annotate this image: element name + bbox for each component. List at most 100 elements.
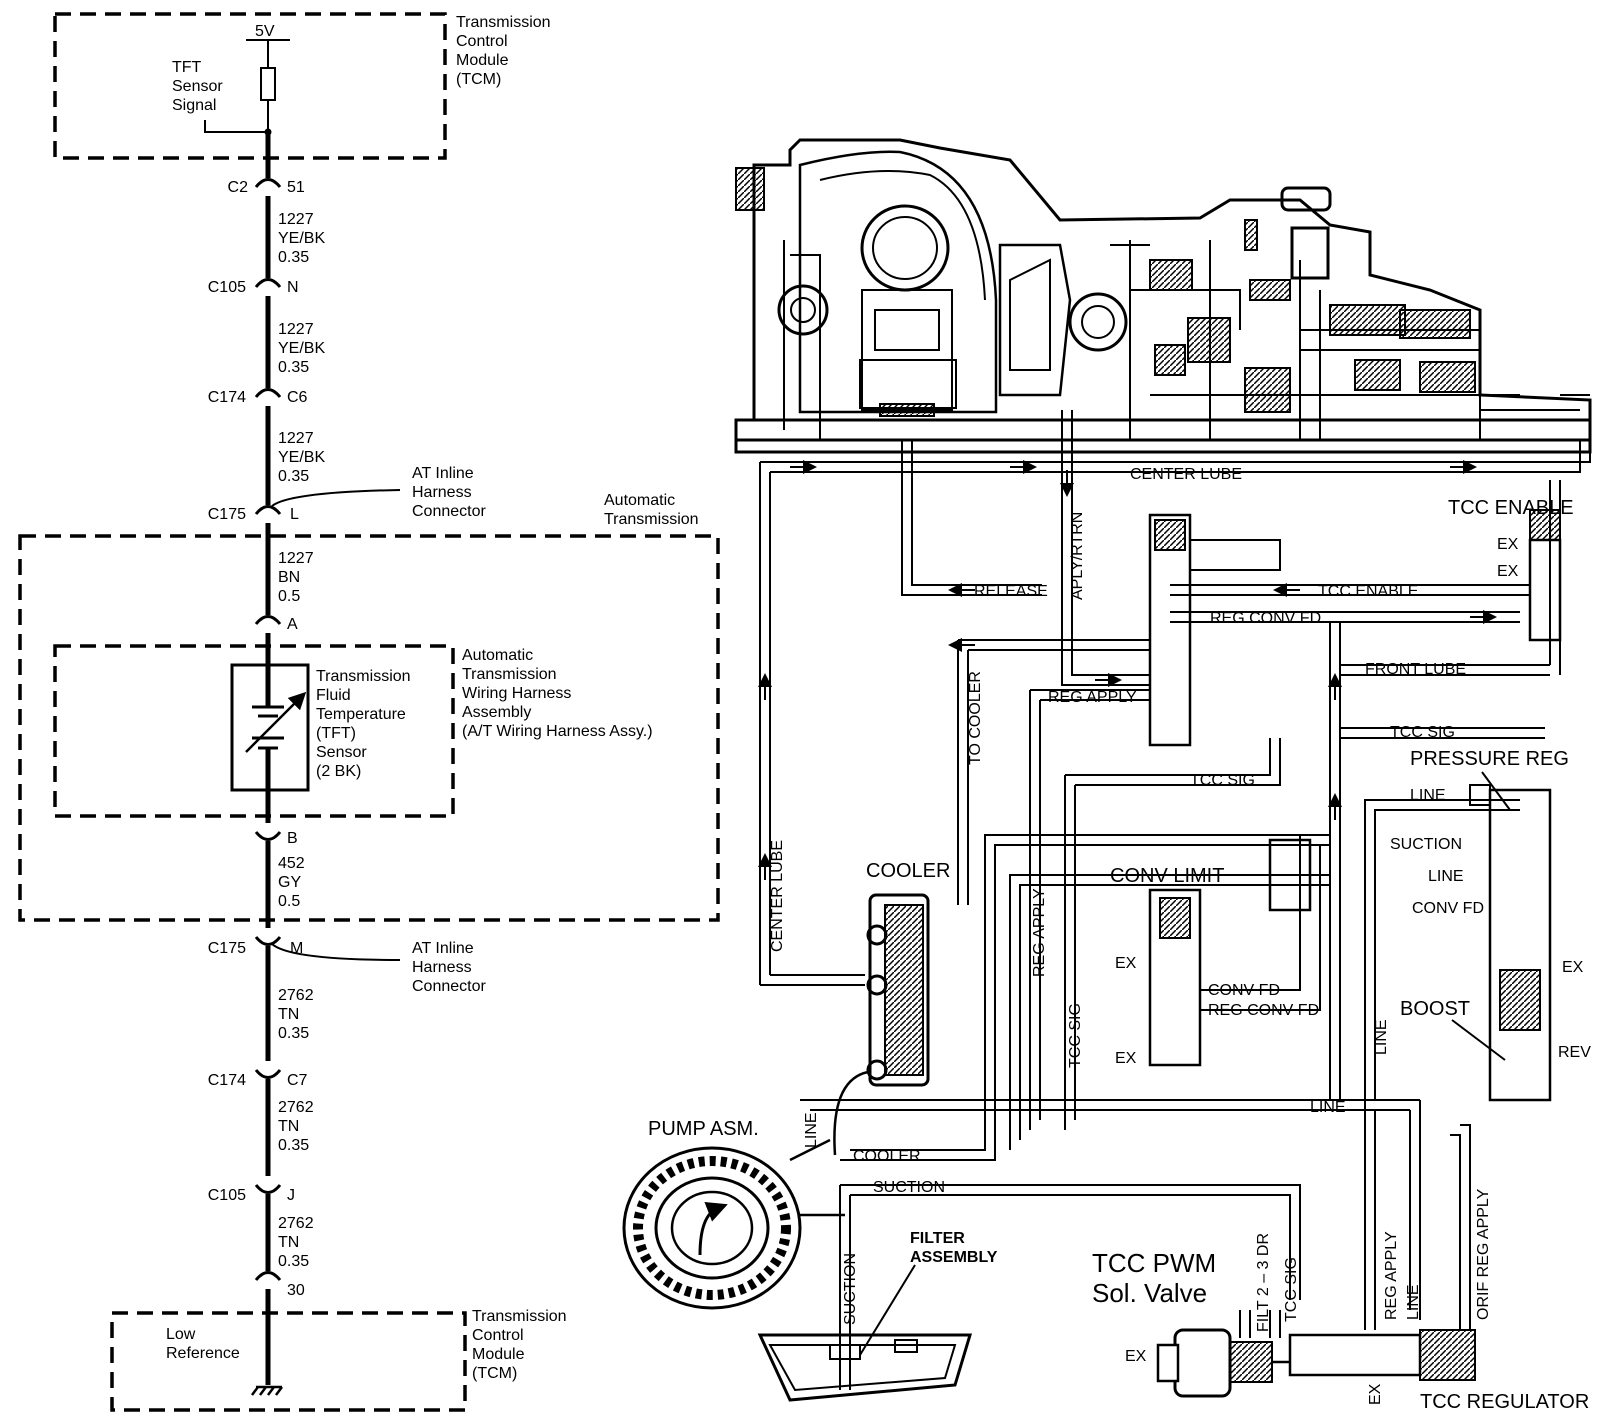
svg-text:YE/BK: YE/BK bbox=[278, 449, 325, 466]
svg-text:Reference: Reference bbox=[166, 1345, 240, 1362]
rev-label: REV bbox=[1558, 1044, 1591, 1061]
auto-trans-box bbox=[18, 534, 720, 922]
ex-label: EX bbox=[1125, 1348, 1147, 1365]
reg-conv-fd-label: REG CONV FD bbox=[1208, 1002, 1319, 1019]
center-lube-top-label: CENTER LUBE bbox=[1130, 466, 1242, 483]
svg-text:Automatic: Automatic bbox=[462, 647, 533, 664]
thermistor-icon bbox=[245, 665, 307, 790]
inline-connector-leader-bottom bbox=[271, 943, 401, 961]
conv-fd-label: CONV FD bbox=[1208, 982, 1280, 999]
inline-connector-label-top: AT Inline Harness Connector bbox=[412, 465, 486, 520]
ex-label: EX bbox=[1367, 1383, 1384, 1405]
svg-text:TN: TN bbox=[278, 1006, 299, 1023]
svg-text:Connector: Connector bbox=[412, 978, 486, 995]
conv-limit-title: CONV LIMIT bbox=[1110, 865, 1224, 887]
svg-text:Signal: Signal bbox=[172, 97, 216, 114]
svg-text:0.35: 0.35 bbox=[278, 249, 309, 266]
svg-text:AT Inline: AT Inline bbox=[412, 940, 474, 957]
svg-text:TCC PWM: TCC PWM bbox=[1092, 1248, 1216, 1278]
connector-left: C174 bbox=[208, 389, 246, 406]
hydraulic-diagram: CENTER LUBE CENTER LUBE TCC ENABLE EX EX… bbox=[622, 138, 1592, 1413]
tcc-pwm-solenoid-icon bbox=[1156, 1328, 1290, 1398]
svg-text:(TCM): (TCM) bbox=[456, 71, 501, 88]
svg-text:Temperature: Temperature bbox=[316, 706, 406, 723]
svg-text:Wiring Harness: Wiring Harness bbox=[462, 685, 571, 702]
connector-left: C175 bbox=[208, 506, 246, 523]
pump-asm-title: PUMP ASM. bbox=[648, 1118, 759, 1140]
reg-apply-label: REG APPLY bbox=[1048, 689, 1137, 706]
svg-text:0.35: 0.35 bbox=[278, 468, 309, 485]
reg-apply-label: REG APPLY bbox=[1031, 888, 1048, 977]
svg-text:Sensor: Sensor bbox=[172, 78, 223, 95]
reg-conv-fd-label: REG CONV FD bbox=[1210, 610, 1321, 627]
tcc-enable-title: TCC ENABLE bbox=[1448, 497, 1574, 519]
connector-right: C7 bbox=[287, 1072, 308, 1089]
center-lube-left-label: CENTER LUBE bbox=[769, 840, 786, 952]
wiring-diagram: Transmission Control Module (TCM) 5V TFT… bbox=[18, 12, 720, 1412]
connector-right: 51 bbox=[287, 179, 305, 196]
filt-2-3-dr-label: FILT 2 – 3 DR bbox=[1255, 1233, 1272, 1332]
svg-text:(2 BK): (2 BK) bbox=[316, 763, 361, 780]
boost-title: BOOST bbox=[1400, 998, 1470, 1020]
ex-label: EX bbox=[1562, 959, 1584, 976]
svg-text:GY: GY bbox=[278, 874, 301, 891]
svg-text:Harness: Harness bbox=[412, 484, 472, 501]
connector-left: C2 bbox=[228, 179, 249, 196]
ex-label: EX bbox=[1115, 1050, 1137, 1067]
flow-arrows bbox=[758, 460, 1497, 880]
svg-text:Connector: Connector bbox=[412, 503, 486, 520]
svg-text:1227: 1227 bbox=[278, 550, 314, 567]
svg-text:2762: 2762 bbox=[278, 1099, 314, 1116]
line-label: LINE bbox=[1405, 1284, 1422, 1320]
harness-label: Automatic Transmission Wiring Harness As… bbox=[462, 647, 653, 740]
svg-text:AT Inline: AT Inline bbox=[412, 465, 474, 482]
aply-rtrn-label: APLY/RTRN bbox=[1069, 512, 1086, 600]
svg-text:Transmission: Transmission bbox=[472, 1308, 567, 1325]
orif-reg-apply-label: ORIF REG APPLY bbox=[1475, 1188, 1492, 1320]
svg-text:YE/BK: YE/BK bbox=[278, 340, 325, 357]
transmission-cross-section bbox=[734, 138, 1592, 454]
svg-text:Assembly: Assembly bbox=[462, 704, 531, 721]
oil-passages bbox=[759, 410, 1591, 1390]
tcm-top-box bbox=[53, 12, 447, 160]
connector-right: C6 bbox=[287, 389, 308, 406]
svg-text:YE/BK: YE/BK bbox=[278, 230, 325, 247]
svg-text:0.35: 0.35 bbox=[278, 359, 309, 376]
tcc-sig-label: TCC SIG bbox=[1390, 724, 1455, 741]
svg-text:(TFT): (TFT) bbox=[316, 725, 356, 742]
tft-sensor-label: Transmission Fluid Temperature (TFT) Sen… bbox=[316, 668, 411, 780]
svg-text:Control: Control bbox=[456, 33, 508, 50]
tcc-sig-label: TCC SIG bbox=[1190, 772, 1255, 789]
connector-left: C105 bbox=[208, 279, 246, 296]
svg-text:(TCM): (TCM) bbox=[472, 1365, 517, 1382]
connector-right: N bbox=[287, 279, 299, 296]
tcc-enable-label: TCC ENABLE bbox=[1318, 583, 1418, 600]
tcc-sig-label: TCC SIG bbox=[1283, 1257, 1300, 1322]
cooler-icon bbox=[833, 893, 930, 1156]
svg-text:BN: BN bbox=[278, 569, 300, 586]
tcm-bottom-box bbox=[110, 1311, 467, 1412]
suction-label: SUCTION bbox=[1390, 836, 1462, 853]
svg-text:1227: 1227 bbox=[278, 321, 314, 338]
connector-left: C175 bbox=[208, 940, 246, 957]
tcc-regulator-title: TCC REGULATOR bbox=[1420, 1391, 1589, 1413]
boost-leader bbox=[1451, 1019, 1506, 1061]
line-label: LINE bbox=[1373, 1019, 1390, 1055]
svg-text:TN: TN bbox=[278, 1118, 299, 1135]
ex-label: EX bbox=[1497, 563, 1519, 580]
svg-text:Low: Low bbox=[166, 1326, 196, 1343]
svg-text:Control: Control bbox=[472, 1327, 524, 1344]
pressure-reg-leader bbox=[1481, 771, 1511, 811]
cooler-title: COOLER bbox=[866, 860, 950, 882]
reg-apply-label: REG APPLY bbox=[1383, 1231, 1400, 1320]
hydraulic-labels: CENTER LUBE CENTER LUBE TCC ENABLE EX EX… bbox=[648, 466, 1591, 1413]
release-label: RELEASE bbox=[974, 583, 1048, 600]
svg-text:0.35: 0.35 bbox=[278, 1137, 309, 1154]
tcm-bottom-title: Transmission Control Module (TCM) bbox=[472, 1308, 567, 1382]
svg-text:0.5: 0.5 bbox=[278, 588, 300, 605]
connector-right: J bbox=[287, 1187, 295, 1204]
wire-labels: 1227 YE/BK 0.35 1227 YE/BK 0.35 1227 YE/… bbox=[278, 211, 325, 1270]
supply-rail bbox=[246, 39, 290, 68]
filter-assembly-icon bbox=[757, 1264, 973, 1402]
